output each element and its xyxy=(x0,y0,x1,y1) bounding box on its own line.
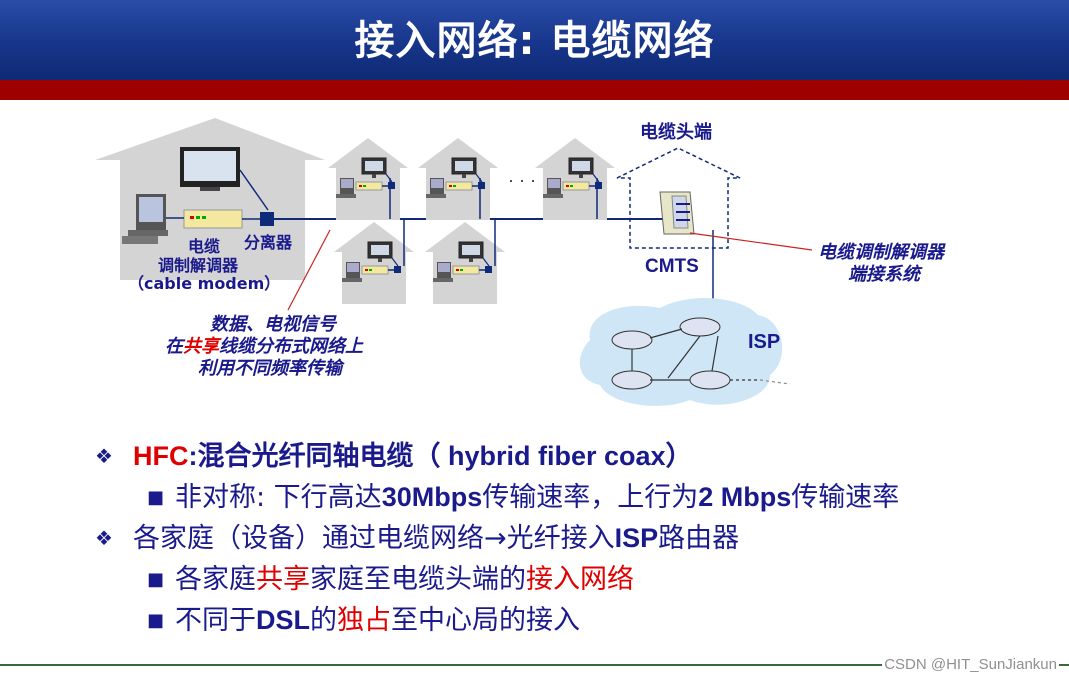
note-line3: 利用不同频率传输 xyxy=(198,358,345,379)
footer-divider xyxy=(0,664,1069,666)
modem-label-line1: 电缆 xyxy=(188,237,220,256)
bullet-hfc: ❖ HFC:混合光纤同轴电缆（ hybrid fiber coax） xyxy=(95,436,1055,477)
cable-headend-label: 电缆头端 xyxy=(640,121,712,143)
cmts-icon xyxy=(659,191,695,235)
cmts-desc-line1: 电缆调制解调器 xyxy=(818,242,946,263)
note-line2: 在共享线缆分布式网络上 xyxy=(165,336,364,357)
neighbor-house-1 xyxy=(328,138,408,220)
hfc-network-diagram: · · · 电缆头端 CMTS 电缆调制解调器 端接系统 xyxy=(95,118,946,406)
cmts-label: CMTS xyxy=(645,256,699,277)
diamond-bullet-icon: ❖ xyxy=(95,444,113,468)
splitter-label: 分离器 xyxy=(244,233,293,252)
bullet-list: ❖ HFC:混合光纤同轴电缆（ hybrid fiber coax） ■ 非对称… xyxy=(95,436,1055,641)
square-bullet-icon: ■ xyxy=(147,610,165,631)
bullet-asymmetric: ■ 非对称: 下行高达30Mbps传输速率，上行为2 Mbps传输速率 xyxy=(95,477,1055,518)
bullet-homes-connect: ❖ 各家庭（设备）通过电缆网络→光纤接入ISP路由器 xyxy=(95,518,1055,559)
title-underline-bar xyxy=(0,80,1069,100)
diamond-bullet-icon: ❖ xyxy=(95,526,113,550)
slide-title: 接入网络: 电缆网络 xyxy=(354,18,715,64)
neighbor-house-3 xyxy=(535,138,615,220)
square-bullet-icon: ■ xyxy=(147,487,165,508)
title-banner: 接入网络: 电缆网络 xyxy=(0,0,1069,80)
neighbor-house-4 xyxy=(334,222,414,304)
bullet-shared-access: ■ 各家庭共享家庭至电缆头端的接入网络 xyxy=(95,559,1055,600)
cmts-desc-line2: 端接系统 xyxy=(848,264,923,285)
note-line1: 数据、电视信号 xyxy=(210,314,338,335)
neighbor-house-5 xyxy=(425,222,505,304)
cable-modem-icon xyxy=(183,209,243,229)
cable-headend-box xyxy=(616,147,741,249)
ellipsis: · · · xyxy=(508,170,536,190)
splitter-icon xyxy=(260,212,274,226)
neighbor-house-2 xyxy=(418,138,498,220)
computer-icon xyxy=(122,194,168,244)
bullet-dsl-compare: ■ 不同于DSL的独占至中心局的接入 xyxy=(95,600,1055,641)
isp-label: ISP xyxy=(748,331,780,353)
modem-label-line2: 调制解调器 xyxy=(158,256,239,275)
modem-label-line3: （cable modem） xyxy=(128,274,280,293)
square-bullet-icon: ■ xyxy=(147,569,165,590)
csdn-watermark: CSDN @HIT_SunJiankun xyxy=(882,656,1059,673)
